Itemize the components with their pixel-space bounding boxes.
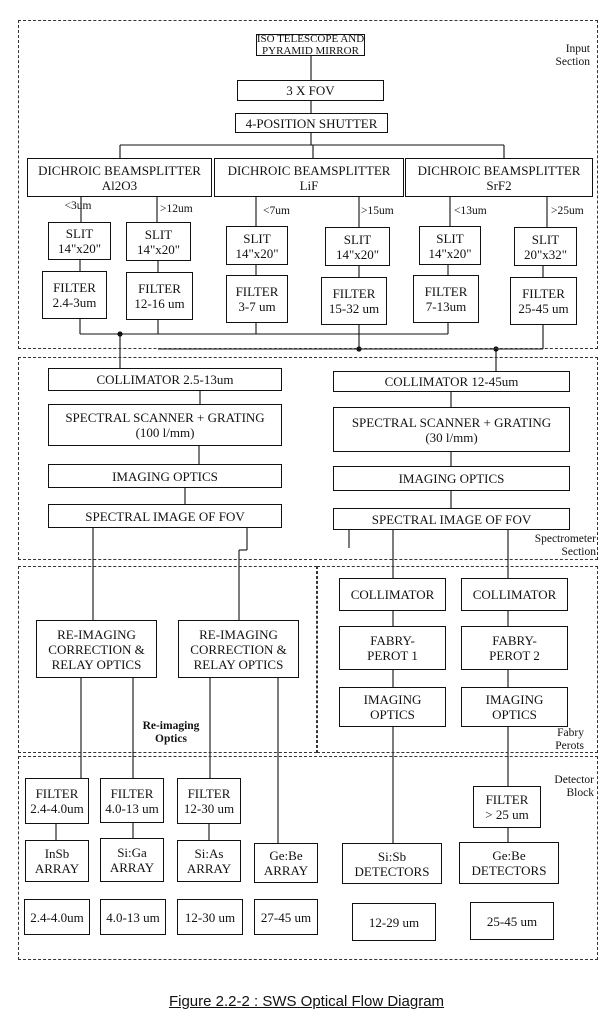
collimator-long-box: COLLIMATOR 12-45um — [333, 371, 570, 392]
spectral-image-long-box: SPECTRAL IMAGE OF FOV — [333, 508, 570, 530]
imaging-optics-short-box: IMAGING OPTICS — [48, 464, 282, 488]
range-box: 2.4-4.0um — [24, 899, 90, 935]
wavelength-label: <13um — [454, 205, 487, 217]
range-box: 12-30 um — [177, 899, 243, 935]
shutter-box: 4-POSITION SHUTTER — [235, 113, 388, 133]
detector-filter-box: FILTER> 25 um — [473, 786, 541, 828]
scanner-short-box: SPECTRAL SCANNER + GRATING(100 l/mm) — [48, 404, 282, 446]
range-box: 27-45 um — [254, 899, 318, 935]
spectral-image-short-box: SPECTRAL IMAGE OF FOV — [48, 504, 282, 528]
fp-collimator-box: COLLIMATOR — [461, 578, 568, 611]
input-section-label: Input Section — [555, 43, 591, 68]
imaging-optics-long-box: IMAGING OPTICS — [333, 466, 570, 491]
scanner-long-box: SPECTRAL SCANNER + GRATING(30 l/mm) — [333, 407, 570, 452]
wavelength-label: <7um — [263, 205, 290, 217]
fp-collimator-box: COLLIMATOR — [339, 578, 446, 611]
wavelength-label: >25um — [551, 205, 584, 217]
detector-section-label: Detector Block — [554, 774, 594, 799]
figure-caption: Figure 2.2-2 : SWS Optical Flow Diagram — [168, 993, 445, 1010]
fabry-perot-1-box: FABRY-PEROT 1 — [339, 626, 446, 670]
range-box: 4.0-13 um — [100, 899, 166, 935]
fabry-perot-section-border — [317, 566, 598, 753]
collimator-short-box: COLLIMATOR 2.5-13um — [48, 368, 282, 391]
fabry-perot-2-box: FABRY-PEROT 2 — [461, 626, 568, 670]
spectrometer-section-border — [18, 357, 598, 560]
fabry-perot-section-label: Fabry Perots — [555, 727, 584, 752]
spectrometer-section-label: Spectrometer Section — [534, 533, 596, 558]
wavelength-label: <3um — [64, 200, 92, 212]
reimaging-section-label: Re-imaging Optics — [142, 720, 200, 745]
range-box: 12-29 um — [352, 903, 436, 941]
input-section-border — [18, 20, 598, 349]
range-box: 25-45 um — [470, 902, 554, 940]
wavelength-label: >12um — [160, 203, 193, 215]
reimaging-section-border — [18, 566, 317, 753]
fov-box: 3 X FOV — [237, 80, 384, 101]
wavelength-label: >15um — [361, 205, 394, 217]
detector-section-border — [18, 756, 598, 960]
